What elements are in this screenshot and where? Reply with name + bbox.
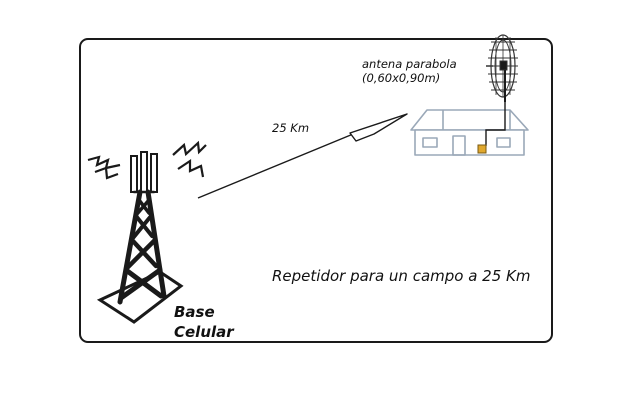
- base-station-label: Base Celular: [174, 303, 234, 342]
- repeater-box: [477, 144, 487, 154]
- diagram-frame: [79, 38, 553, 343]
- antenna-cable: [485, 100, 506, 146]
- antenna-label-size: (0,60x0,90m): [362, 70, 441, 85]
- parabolic-antenna-icon: [486, 34, 518, 102]
- base-label-line2: Celular: [174, 322, 234, 341]
- antenna-label-name: antena parabola: [362, 57, 457, 71]
- antenna-label: antena parabola (0,60x0,90m): [362, 57, 457, 86]
- cell-tower-icon: [96, 151, 184, 324]
- diagram-caption: Repetidor para un campo a 25 Km: [272, 267, 531, 285]
- base-label-line1: Base: [174, 303, 215, 321]
- signal-link-arrow: [197, 113, 408, 199]
- lightning-signal-icon: [87, 140, 207, 180]
- distance-label: 25 Km: [272, 121, 310, 135]
- house-icon: [410, 109, 529, 156]
